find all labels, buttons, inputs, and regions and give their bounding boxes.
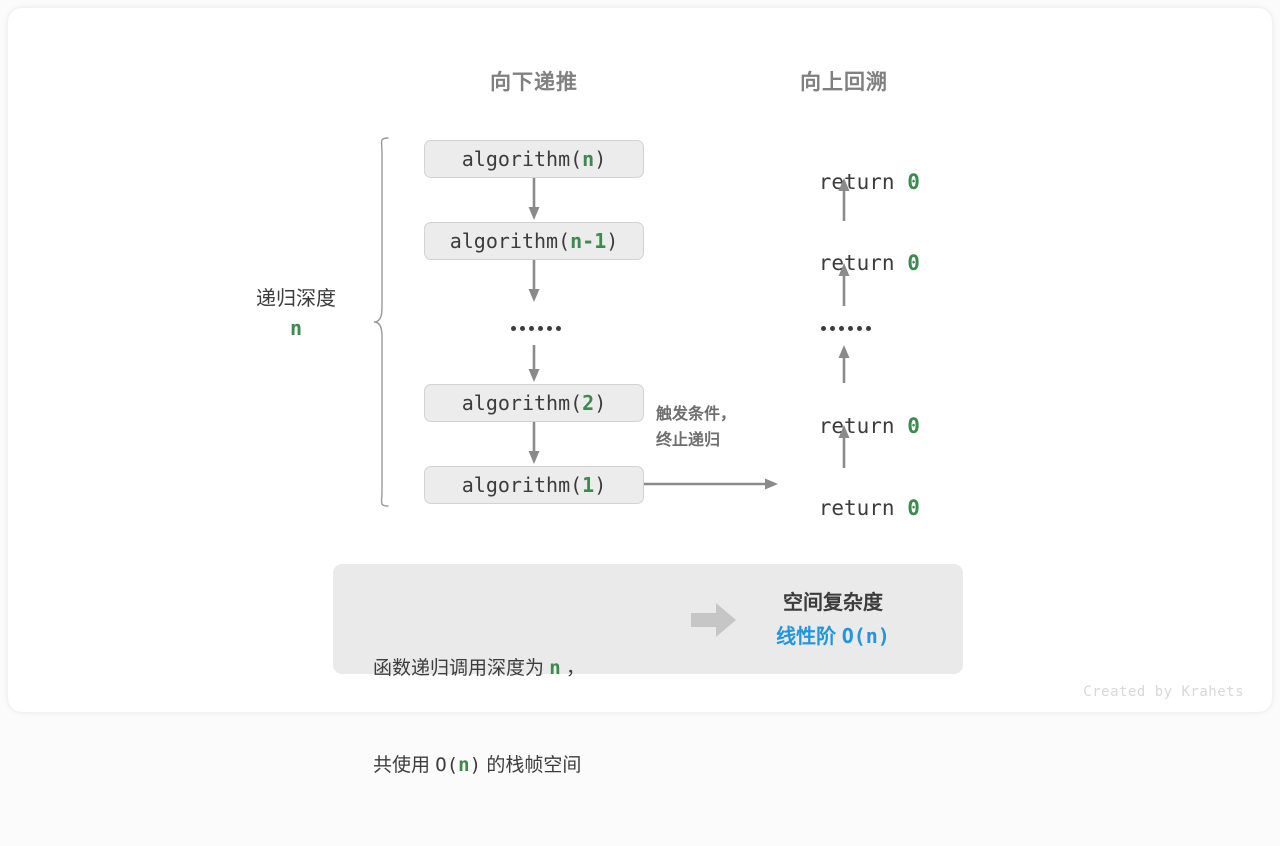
curly-brace-icon	[373, 137, 389, 507]
call-text-suffix: )	[594, 473, 607, 497]
summary-line1-text-b: ，	[560, 658, 586, 679]
down-arrow-1-icon	[528, 178, 540, 220]
return-label-4: return 0	[744, 472, 944, 544]
summary-panel: 函数递归调用深度为 n ， 共使用 O(n) 的栈帧空间 空间复杂度 线性阶 O…	[333, 564, 963, 776]
recursion-depth-text: 递归深度	[256, 288, 336, 310]
summary-line2-text-a: 共使用	[373, 755, 436, 776]
credit-text: Created by Krahets	[1083, 684, 1244, 700]
return-label-1: return 0	[744, 146, 944, 218]
ellipsis-descent-icon	[511, 326, 561, 331]
call-text-suffix: )	[594, 147, 607, 171]
call-arg: 1	[582, 473, 595, 497]
call-box-1: algorithm(1)	[424, 466, 644, 504]
return-label-3: return 0	[744, 390, 944, 462]
up-arrow-3-icon	[838, 345, 850, 383]
call-arg: n	[582, 147, 595, 171]
summary-line-1: 函数递归调用深度为 n ，	[373, 652, 585, 685]
trigger-note-line1: 触发条件，	[656, 406, 737, 423]
summary-complexity-name: 线性阶	[776, 626, 842, 648]
call-box-n-minus-1: algorithm(n-1)	[424, 222, 644, 260]
summary-line-2: 共使用 O(n) 的栈帧空间	[373, 749, 585, 782]
summary-conclusion: 空间复杂度 线性阶 O(n)	[733, 586, 933, 653]
trigger-note-line2: 终止递归	[656, 432, 721, 449]
column-header-descent: 向下递推	[490, 71, 578, 94]
call-text-prefix: algorithm(	[461, 147, 583, 171]
block-right-arrow-icon	[691, 603, 736, 637]
call-box-2: algorithm(2)	[424, 384, 644, 422]
down-arrow-3-icon	[528, 345, 540, 382]
return-keyword: return	[818, 496, 908, 520]
summary-line2-text-b: 的栈帧空间	[481, 755, 582, 776]
summary-line2-n: n	[458, 754, 470, 776]
call-arg: n-1	[570, 229, 607, 253]
call-text-prefix: algorithm(	[461, 473, 583, 497]
return-value: 0	[907, 170, 920, 194]
diagram-card: 向下递推 向上回溯 递归深度 n algorithm(n) algorithm(…	[8, 8, 1272, 776]
call-text-prefix: algorithm(	[449, 229, 571, 253]
summary-line2-bigo-open: O(	[435, 754, 459, 776]
down-arrow-4-icon	[528, 422, 540, 464]
call-text-suffix: )	[606, 229, 619, 253]
trigger-condition-note: 触发条件， 终止递归	[656, 402, 736, 454]
summary-line1-n: n	[549, 657, 561, 679]
return-keyword: return	[818, 170, 908, 194]
summary-line2-bigo-close: )	[469, 754, 482, 776]
summary-conclusion-value: 线性阶 O(n)	[733, 620, 933, 653]
call-arg: 2	[582, 391, 595, 415]
call-box-n: algorithm(n)	[424, 140, 644, 178]
return-value: 0	[907, 414, 920, 438]
recursion-depth-label: 递归深度 n	[216, 285, 376, 343]
up-arrow-4-icon	[838, 425, 850, 468]
summary-conclusion-title: 空间复杂度	[783, 592, 883, 614]
call-text-suffix: )	[594, 391, 607, 415]
summary-complexity-notation: O(n)	[841, 624, 890, 648]
up-arrow-2-icon	[838, 263, 850, 306]
ellipsis-ascent-icon	[821, 326, 871, 331]
up-arrow-1-icon	[838, 178, 850, 221]
column-header-ascent: 向上回溯	[800, 71, 888, 94]
recursion-depth-value: n	[289, 316, 303, 340]
return-value: 0	[907, 496, 920, 520]
return-value: 0	[907, 251, 920, 275]
return-label-2: return 0	[744, 227, 944, 299]
down-arrow-2-icon	[528, 260, 540, 302]
call-text-prefix: algorithm(	[461, 391, 583, 415]
return-keyword: return	[818, 251, 908, 275]
base-case-arrow-icon	[644, 478, 778, 490]
summary-line1-text-a: 函数递归调用深度为	[373, 658, 550, 679]
return-keyword: return	[818, 414, 908, 438]
summary-description: 函数递归调用深度为 n ， 共使用 O(n) 的栈帧空间	[373, 588, 585, 846]
